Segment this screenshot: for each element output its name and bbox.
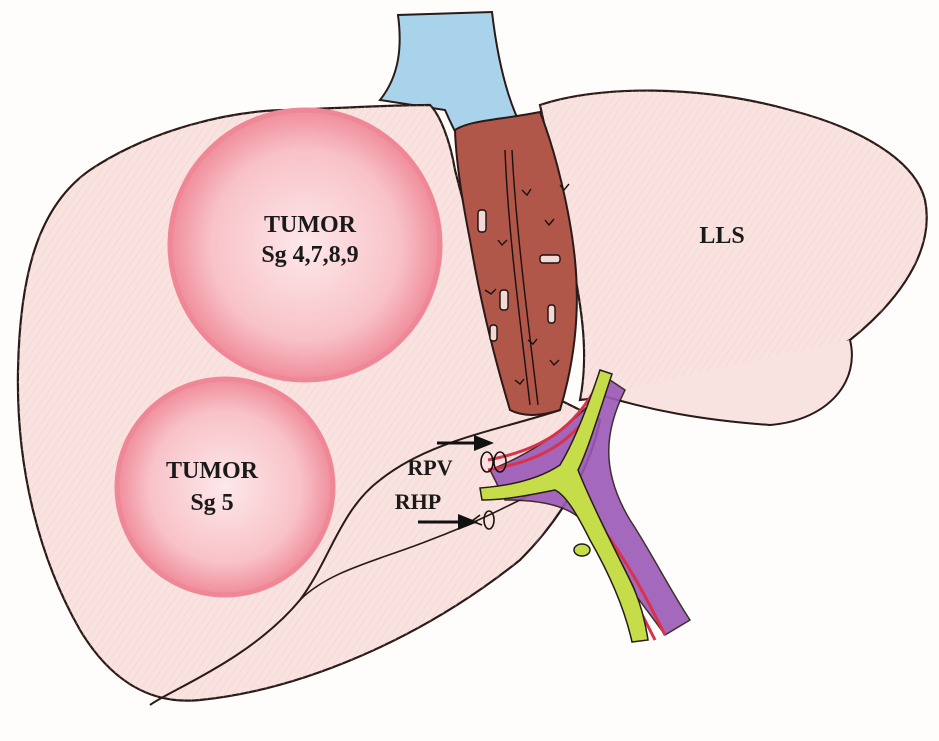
tumor-small-label-line1: TUMOR: [166, 458, 259, 484]
bile-duct: [479, 369, 649, 643]
hepatic-artery: [487, 379, 667, 641]
right-lobe-inner-contour: [149, 409, 561, 706]
rpv-arrow: [437, 435, 494, 451]
tumor-large: [167, 107, 443, 383]
tumor-large-label-line1: TUMOR: [264, 212, 357, 238]
rhp-label: RHP: [395, 489, 441, 514]
tumor-small-label-line2: Sg 5: [190, 490, 233, 516]
lls-label: LLS: [699, 223, 744, 249]
tumor-large-label-line2: Sg 4,7,8,9: [261, 242, 358, 268]
tumor-small: [114, 376, 336, 598]
transection-vessels: [477, 149, 570, 406]
rhp-arrow: [418, 514, 478, 530]
hilar-vessels: [471, 369, 692, 643]
transection-plane: [453, 110, 578, 416]
rpv-label: RPV: [407, 455, 452, 480]
